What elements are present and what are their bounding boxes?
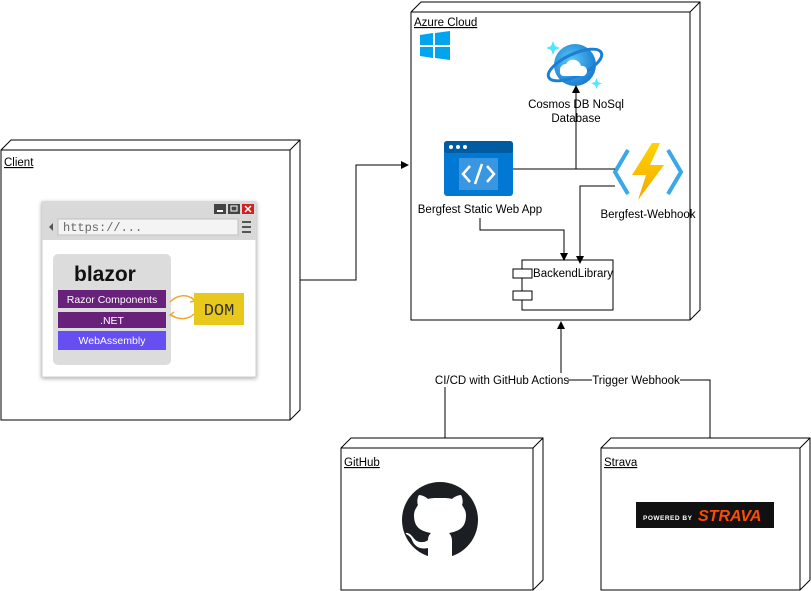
powered-by-strava-badge [636,502,774,528]
dotnet-label: .NET [100,315,125,327]
blazor-logo: blazor [74,263,136,286]
azure-cloud-node: Azure Cloud [410,1,701,321]
dotnet-layer [58,312,166,328]
github-title: GitHub [344,457,380,469]
webassembly-layer [58,331,166,350]
cicd-label-bg [436,373,568,387]
trigger-label-bg [592,373,680,387]
backend-library-component [512,259,614,311]
browser-controls[interactable] [214,204,254,214]
dom-box [194,293,244,325]
static-web-app-label: Bergfest Static Web App [418,204,542,216]
address-bar-url: https://... [63,221,142,235]
cosmos-db-icon [546,41,604,89]
back-arrow-icon[interactable] [49,223,53,231]
edge-webhook-to-backend [576,185,615,264]
strava-title: Strava [604,457,638,469]
dom-exchange-arrows-icon [168,295,197,320]
azure-cloud-title: Azure Cloud [414,17,477,29]
edge-webapp-to-backend [479,218,568,261]
static-web-app-icon [444,141,513,196]
webassembly-label: WebAssembly [79,335,147,347]
windows-logo-icon [420,31,450,60]
edge-client-to-azure [300,161,409,281]
backend-library-label: BackendLibrary [533,268,613,280]
github-logo-icon [402,482,478,560]
strava-brand-text: STRAVA [698,508,761,525]
razor-components-layer [58,290,166,308]
azure-function-icon [612,143,684,200]
address-bar[interactable] [57,218,239,236]
hamburger-menu-icon[interactable] [242,221,251,233]
edge-github-strava-to-backend [444,321,711,438]
cicd-edge-label: CI/CD with GitHub Actions [435,375,569,387]
powered-by-text: POWERED BY [643,515,693,522]
razor-components-label: Razor Components [67,294,157,306]
dom-label: DOM [204,302,235,321]
trigger-edge-label: Trigger Webhook [592,375,680,387]
webhook-label: Bergfest-Webhook [600,209,695,221]
client-title: Client [4,157,34,169]
